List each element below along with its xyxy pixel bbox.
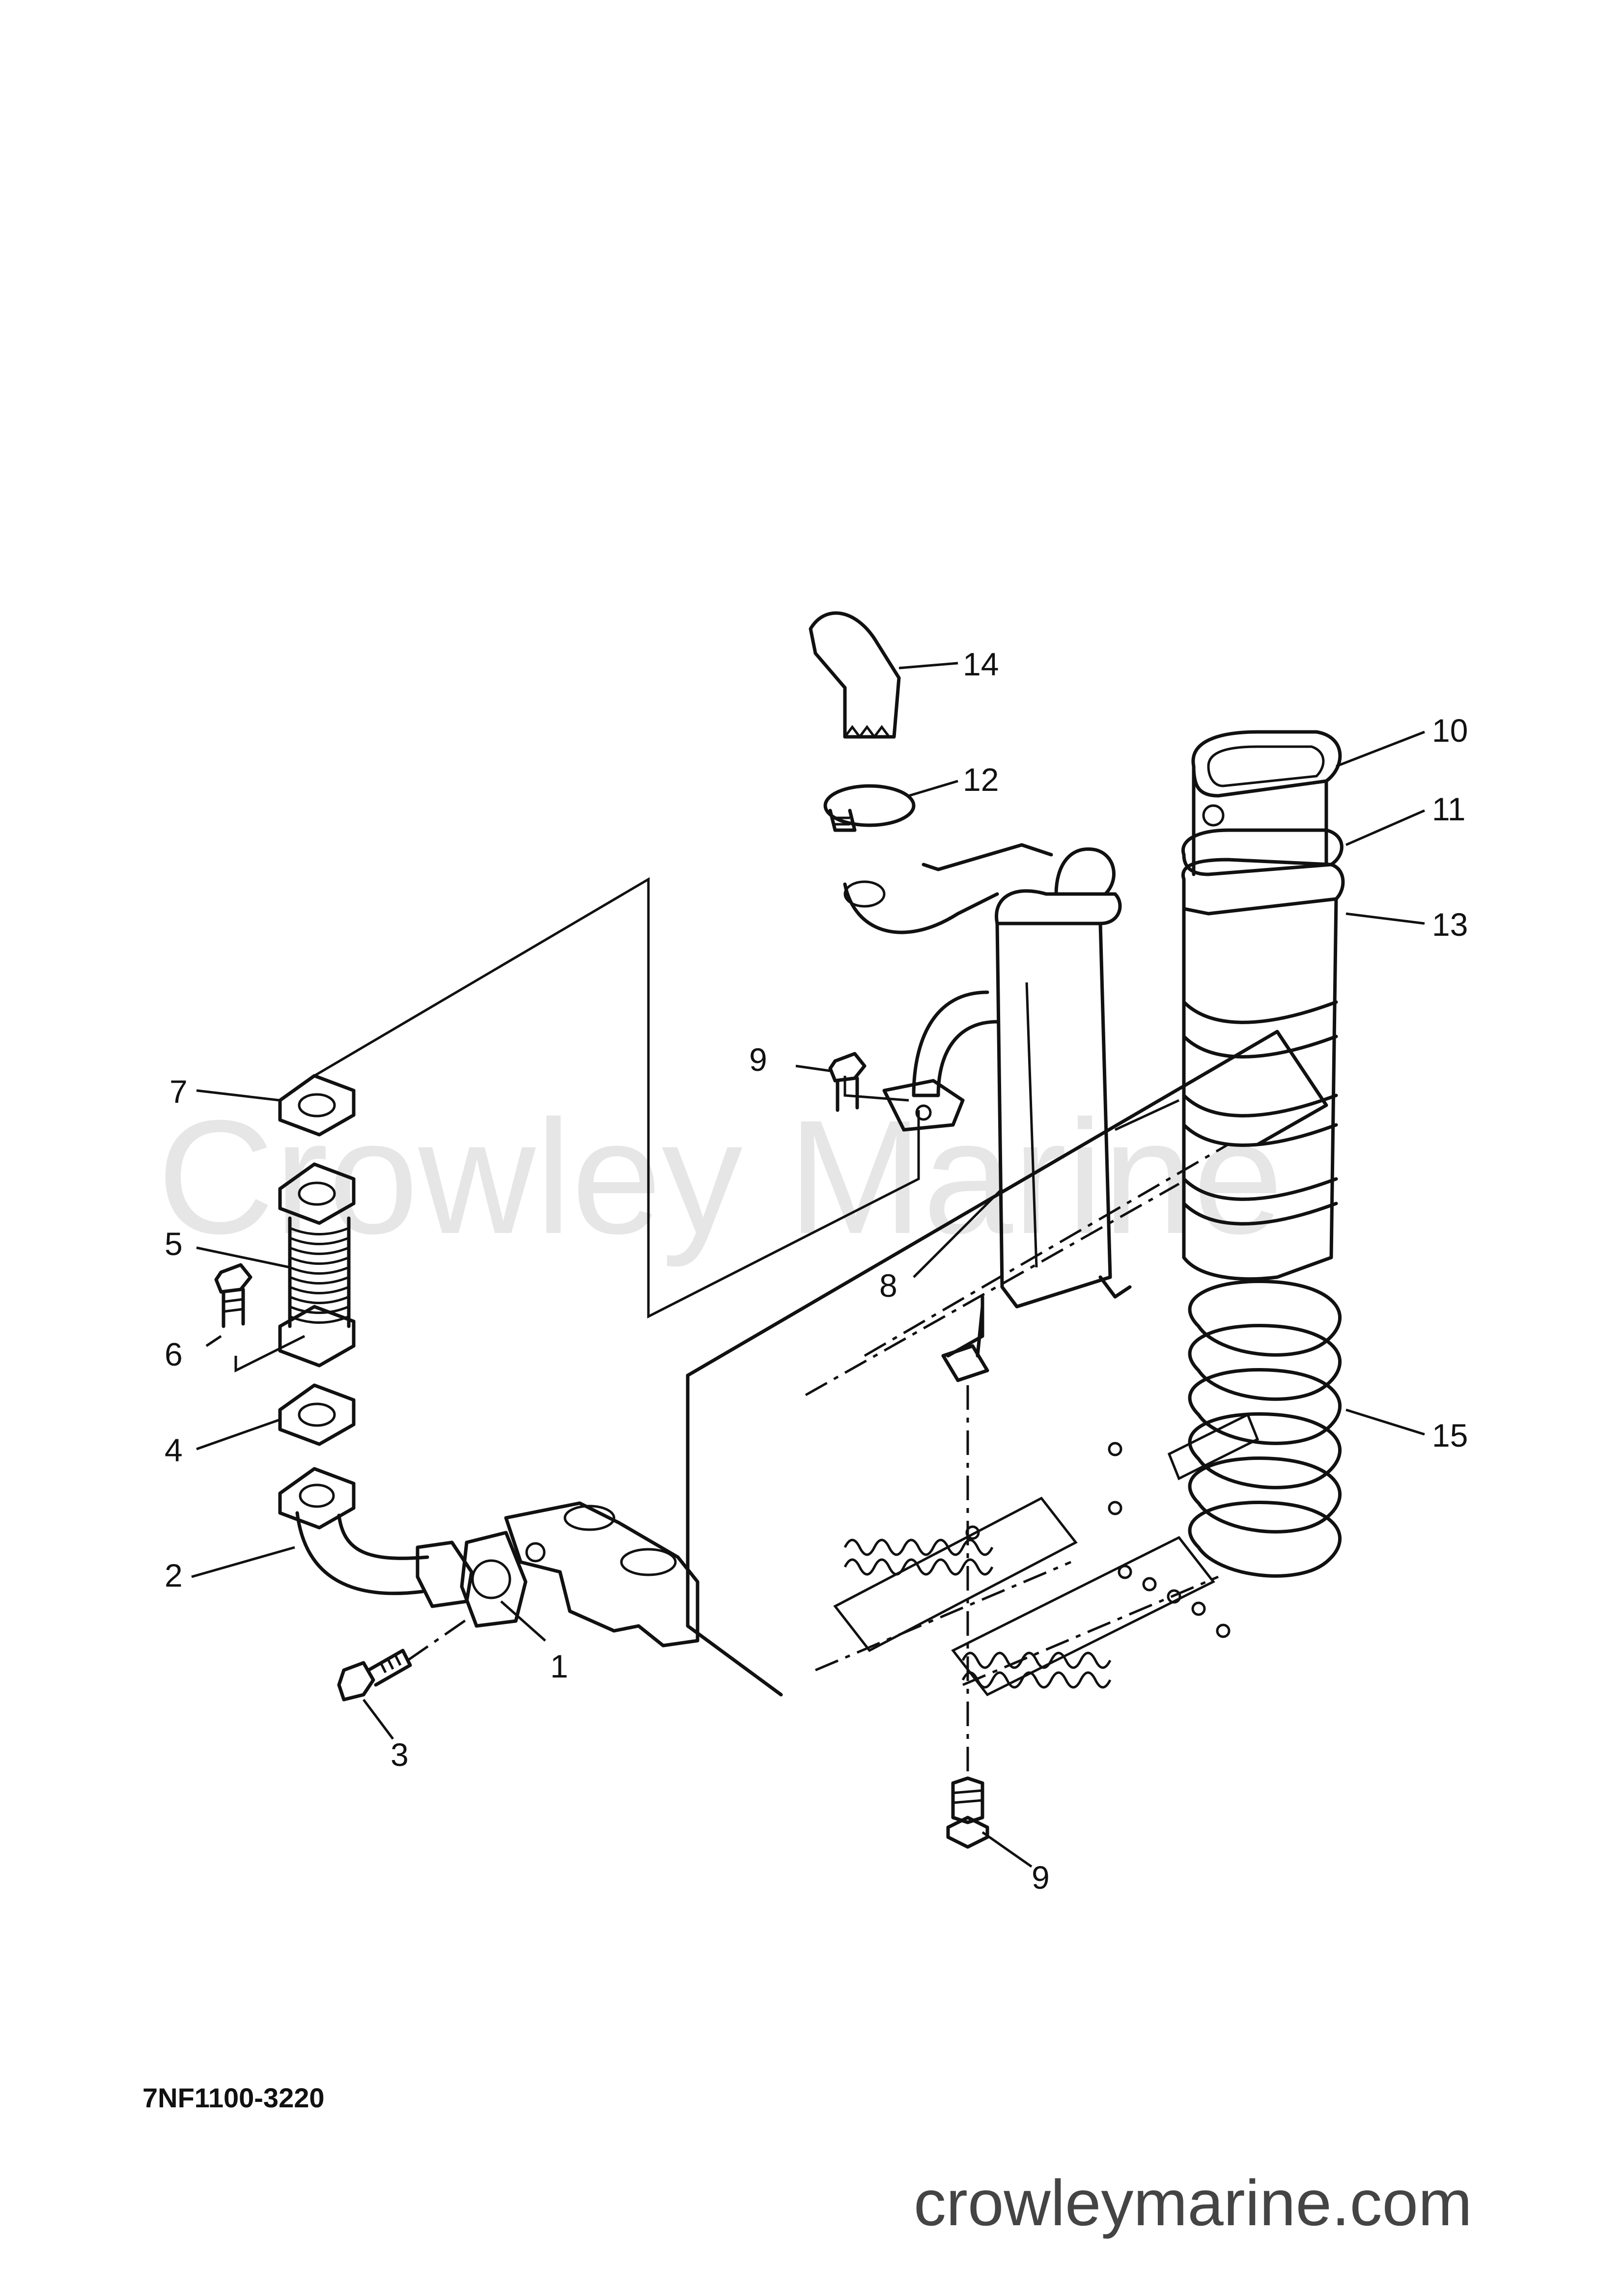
part-8-muffler: [843, 843, 1180, 1382]
callout-labels: 1 2 3 4 5 6 7 8 9 9 10 11 12 13 14 15: [165, 646, 1468, 1896]
callout-6: 6: [165, 1336, 183, 1372]
callout-10: 10: [1432, 712, 1468, 749]
part-2-exhaust-pipe: [278, 1467, 474, 1608]
part-10-cover-sleeve: [1191, 730, 1342, 876]
part-15-coil-guard: [1188, 1279, 1342, 1578]
callout-4: 4: [165, 1432, 183, 1468]
part-3-bolt: [337, 1615, 473, 1702]
callout-11: 11: [1432, 791, 1466, 827]
callout-12: 12: [963, 761, 999, 798]
mounting-holes: [965, 1442, 1231, 1638]
callout-5: 5: [165, 1226, 183, 1262]
part-9-bolt-upper: [828, 1052, 909, 1112]
connection-line: [313, 877, 920, 1319]
part-6-bolt: [214, 1263, 306, 1373]
part-5-bellows: [278, 1162, 356, 1368]
vent-slots-left: [843, 1538, 994, 1576]
part-4-gasket: [278, 1383, 356, 1446]
callout-8: 8: [879, 1267, 897, 1304]
vent-slots-right: [961, 1651, 1112, 1689]
callout-9-upper: 9: [749, 1041, 767, 1078]
part-11-band: [1181, 828, 1344, 876]
diagram-code: 7NF1100-3220: [142, 2082, 325, 2113]
callout-9-lower: 9: [1032, 1859, 1050, 1896]
site-url: crowleymarine.com: [914, 2167, 1472, 2239]
base-plate: [686, 1030, 1328, 1697]
callout-14: 14: [963, 646, 999, 682]
part-1-manifold-gasket: [460, 1531, 528, 1628]
part-14-tail-pipe: [809, 611, 901, 739]
callout-13: 13: [1432, 906, 1468, 943]
part-13-wrap: [1181, 858, 1345, 1281]
manifold-body: [504, 1501, 700, 1648]
callout-1: 1: [550, 1648, 568, 1684]
leader-lines: [191, 662, 1426, 1868]
part-9-bolt-lower: [946, 1385, 989, 1849]
callout-3: 3: [391, 1736, 409, 1773]
callout-2: 2: [165, 1557, 183, 1594]
part-12-clamp: [823, 784, 916, 832]
callout-7: 7: [169, 1073, 188, 1110]
callout-15: 15: [1432, 1417, 1468, 1454]
